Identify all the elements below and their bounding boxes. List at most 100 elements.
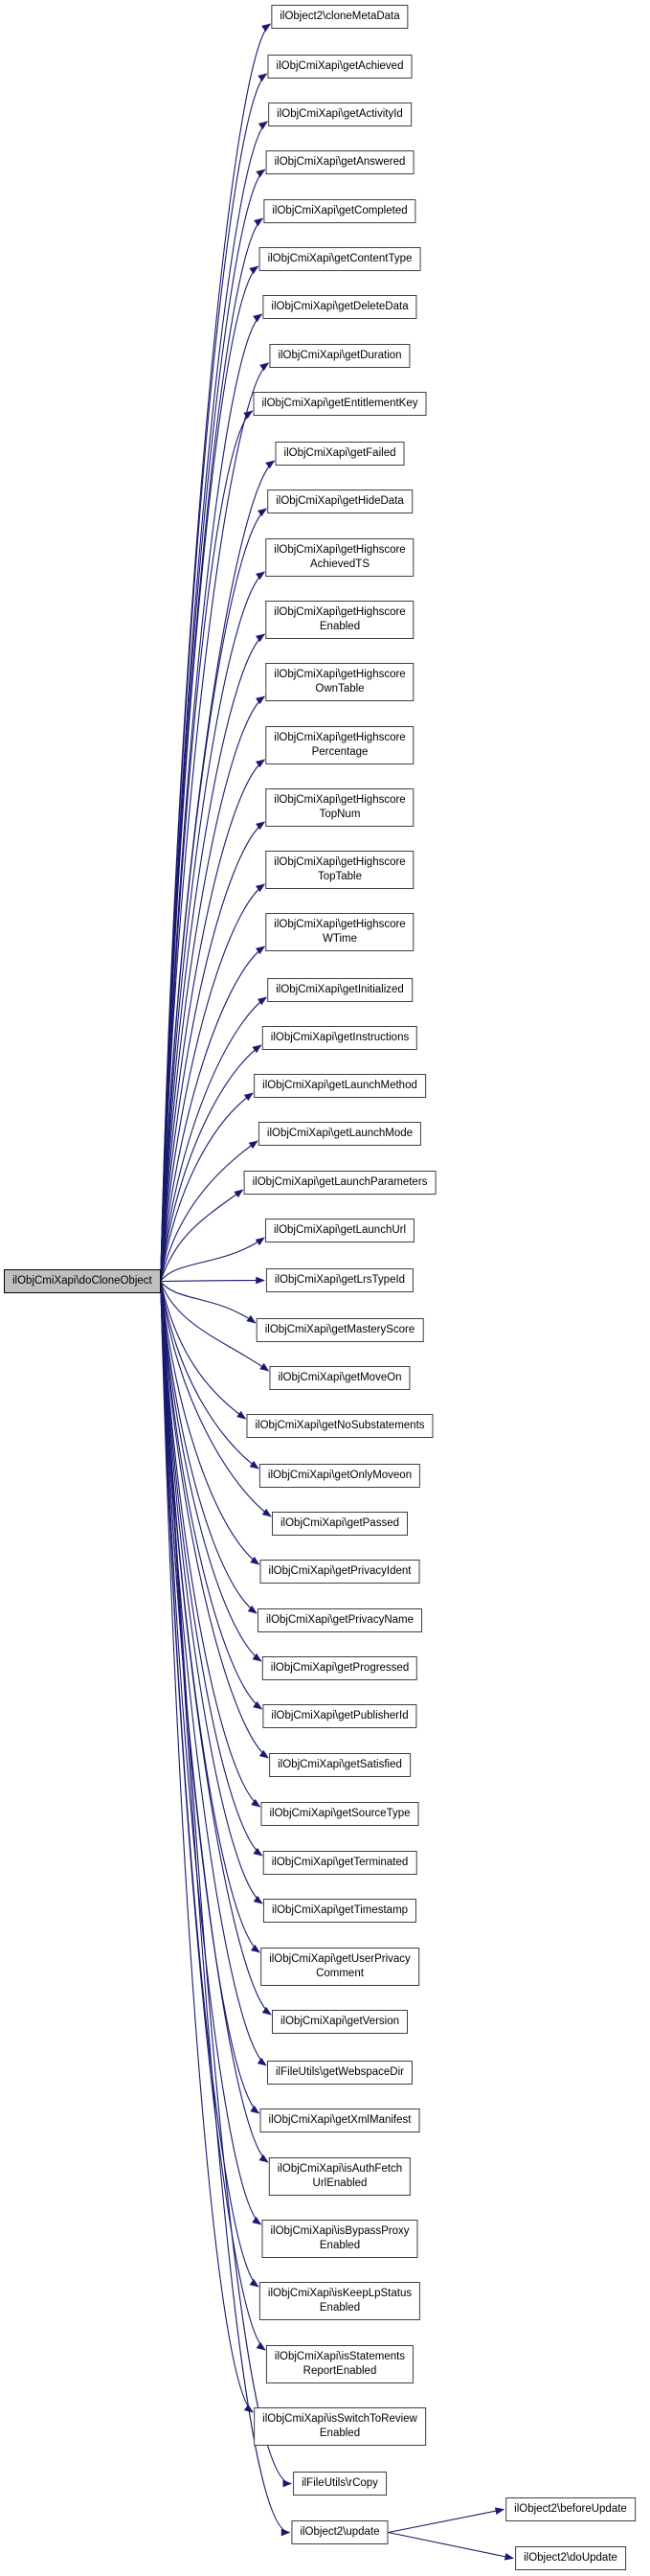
call-graph-node-ilobject2-clonemetadata[interactable]: ilObject2\cloneMetaData (271, 5, 409, 29)
node-label-line: ilObjCmiXapi\getXmlManifest (268, 2114, 412, 2126)
call-graph-node-ilobjcmixapi-getinitialized[interactable]: ilObjCmiXapi\getInitialized (267, 978, 413, 1002)
node-label-line: ilObjCmiXapi\getHighscore (274, 544, 406, 556)
node-label-line: ilObjCmiXapi\getActivityId (277, 108, 403, 120)
call-graph-node-ilobject2-doupdate[interactable]: ilObject2\doUpdate (515, 2546, 626, 2570)
call-graph-edge (160, 1281, 293, 2488)
call-graph-node-ilobjcmixapi-getxmlmanifest[interactable]: ilObjCmiXapi\getXmlManifest (259, 2109, 420, 2132)
node-label-line: ilObjCmiXapi\getVersion (280, 2016, 400, 2027)
node-label-line: ilObjCmiXapi\isSwitchToReview (262, 2413, 417, 2425)
call-graph-edge (160, 1281, 270, 1372)
call-graph-node-ilobjcmixapi-getpassed[interactable]: ilObjCmiXapi\getPassed (271, 1512, 409, 1536)
call-graph-edge (160, 1092, 254, 1282)
call-graph-node-ilobjcmixapi-getentitlementkey[interactable]: ilObjCmiXapi\getEntitlementKey (253, 392, 427, 416)
call-graph-node-ilobjcmixapi-getprivacyname[interactable]: ilObjCmiXapi\getPrivacyName (257, 1608, 423, 1632)
node-label-line: ilObjCmiXapi\doCloneObject (12, 1275, 152, 1287)
call-graph-node-ilobjcmixapi-getprivacyident[interactable]: ilObjCmiXapi\getPrivacyIdent (259, 1560, 420, 1584)
call-graph-node-ilobjcmixapi-gettimestamp[interactable]: ilObjCmiXapi\getTimestamp (262, 1899, 417, 1923)
node-label-line: ilObjCmiXapi\getLaunchMethod (262, 1080, 417, 1091)
call-graph-source-node-ilobjcmixapi-docloneobject: ilObjCmiXapi\doCloneObject (4, 1269, 161, 1293)
call-graph-edge (160, 695, 266, 1282)
call-graph-edge (160, 1281, 272, 1517)
call-graph-node-ilobjcmixapi-getcompleted[interactable]: ilObjCmiXapi\getCompleted (263, 199, 416, 223)
call-graph-node-ilobjcmixapi-gethidedata[interactable]: ilObjCmiXapi\getHideData (267, 490, 413, 513)
call-graph-node-ilobjcmixapi-getlrstypeid[interactable]: ilObjCmiXapi\getLrsTypeId (265, 1268, 415, 1292)
call-graph-node-ilobjcmixapi-getnosubstatements[interactable]: ilObjCmiXapi\getNoSubstatements (246, 1414, 434, 1438)
call-graph-edge (160, 996, 267, 1282)
call-graph-node-ilobjcmixapi-getduration[interactable]: ilObjCmiXapi\getDuration (269, 344, 411, 368)
call-graph-node-ilobjcmixapi-getprogressed[interactable]: ilObjCmiXapi\getProgressed (261, 1656, 418, 1680)
call-graph-node-ilobjcmixapi-getactivityid[interactable]: ilObjCmiXapi\getActivityId (268, 103, 412, 126)
call-graph-node-ilobjcmixapi-getterminated[interactable]: ilObjCmiXapi\getTerminated (262, 1851, 417, 1875)
call-graph-node-ilobjcmixapi-getfailed[interactable]: ilObjCmiXapi\getFailed (275, 442, 405, 466)
node-label-line: ilObjCmiXapi\getHighscore (274, 794, 406, 806)
call-graph-node-ilobjcmixapi-getlaunchmode[interactable]: ilObjCmiXapi\getLaunchMode (258, 1122, 422, 1146)
call-graph-node-ilobjcmixapi-getanswered[interactable]: ilObjCmiXapi\getAnswered (265, 150, 415, 174)
node-label-line: ilObjCmiXapi\getHighscore (274, 669, 406, 680)
call-graph-node-ilobjcmixapi-getversion[interactable]: ilObjCmiXapi\getVersion (271, 2010, 409, 2034)
node-label-line: ilObjCmiXapi\getHighscore (274, 856, 406, 868)
node-label-line: ilObjCmiXapi\getLaunchMode (266, 1128, 414, 1139)
node-label-line: ilObjCmiXapi\getDeleteData (271, 301, 409, 312)
call-graph-node-ilobjcmixapi-getpublisherid[interactable]: ilObjCmiXapi\getPublisherId (262, 1704, 417, 1728)
call-graph-node-ilobjcmixapi-getsourcetype[interactable]: ilObjCmiXapi\getSourceType (260, 1802, 419, 1826)
call-graph-node-ilobjcmixapi-getcontenttype[interactable]: ilObjCmiXapi\getContentType (258, 247, 421, 271)
call-graph-node-ilobjcmixapi-getonlymoveon[interactable]: ilObjCmiXapi\getOnlyMoveon (258, 1464, 421, 1488)
node-label-line: ilFileUtils\rCopy (302, 2477, 378, 2489)
call-graph-node-ilobject2-update[interactable]: ilObject2\update (291, 2520, 389, 2544)
node-label-line: ilObjCmiXapi\getLrsTypeId (274, 1274, 406, 1286)
call-graph-edge (160, 1281, 262, 2225)
call-graph-node-ilobjcmixapi-getinstructions[interactable]: ilObjCmiXapi\getInstructions (261, 1026, 418, 1050)
node-label-line: ilObjCmiXapi\getNoSubstatements (255, 1420, 425, 1431)
node-label-line: ilObjCmiXapi\getInstructions (270, 1032, 410, 1043)
node-label-line: ilObjCmiXapi\getSatisfied (278, 1759, 402, 1770)
node-label-line: ilObject2\cloneMetaData (280, 11, 400, 22)
call-graph-edge (160, 759, 266, 1282)
node-label-line: ilObjCmiXapi\getPrivacyName (265, 1614, 415, 1626)
call-graph-node-ilfileutils-rcopy[interactable]: ilFileUtils\rCopy (293, 2472, 387, 2496)
call-graph-node-ilobjcmixapi-getlaunchparameters[interactable]: ilObjCmiXapi\getLaunchParameters (243, 1171, 437, 1195)
call-graph-node-ilobjcmixapi-getdeletedata[interactable]: ilObjCmiXapi\getDeleteData (262, 295, 417, 319)
node-label-line: ilObjCmiXapi\getDuration (278, 350, 402, 361)
call-graph-edge (160, 946, 266, 1282)
call-graph-edge (160, 1281, 267, 2066)
node-label-line: ilObjCmiXapi\getHighscore (274, 919, 406, 930)
call-graph-node-ilobjcmixapi-getmasteryscore[interactable]: ilObjCmiXapi\getMasteryScore (256, 1318, 424, 1342)
call-graph-edge (160, 1281, 254, 2413)
node-label-line: Enabled (319, 2428, 361, 2439)
node-label-line: ilObjCmiXapi\getAchieved (276, 60, 404, 72)
call-graph-edge (160, 1281, 266, 2351)
call-graph-node-ilobject2-beforeupdate[interactable]: ilObject2\beforeUpdate (505, 2497, 636, 2521)
call-graph-edge (160, 1281, 260, 1565)
call-graph-edge (160, 265, 259, 1282)
call-graph-node-ilobjcmixapi-getlaunchmethod[interactable]: ilObjCmiXapi\getLaunchMethod (254, 1074, 426, 1098)
node-label-line: ilObjCmiXapi\getPublisherId (271, 1710, 409, 1721)
node-label-line: ilFileUtils\getWebspaceDir (276, 2066, 404, 2078)
node-label-line: ilObjCmiXapi\getUserPrivacy (269, 1953, 411, 1965)
call-graph-node-ilobjcmixapi-getachieved[interactable]: ilObjCmiXapi\getAchieved (267, 55, 413, 79)
node-label-line: ilObjCmiXapi\getSourceType (269, 1808, 411, 1819)
call-graph-edge (160, 121, 268, 1282)
call-graph-node-ilobjcmixapi-getlaunchurl[interactable]: ilObjCmiXapi\getLaunchUrl (264, 1219, 415, 1242)
node-label-line: ilObjCmiXapi\getHideData (276, 495, 404, 507)
node-label-line: ilObjCmiXapi\getProgressed (270, 1662, 410, 1674)
node-label-line: ilObjCmiXapi\getHighscore (274, 606, 406, 618)
call-graph-node-ilobjcmixapi-getsatisfied[interactable]: ilObjCmiXapi\getSatisfied (269, 1753, 411, 1777)
call-graph-node-ilfileutils-getwebspacedir[interactable]: ilFileUtils\getWebspaceDir (267, 2061, 413, 2085)
node-label-line: ilObjCmiXapi\getTimestamp (271, 1904, 409, 1916)
call-graph-node-ilobjcmixapi-getmoveon[interactable]: ilObjCmiXapi\getMoveOn (269, 1366, 411, 1390)
node-label-line: ilObjCmiXapi\getOnlyMoveon (267, 1470, 413, 1481)
